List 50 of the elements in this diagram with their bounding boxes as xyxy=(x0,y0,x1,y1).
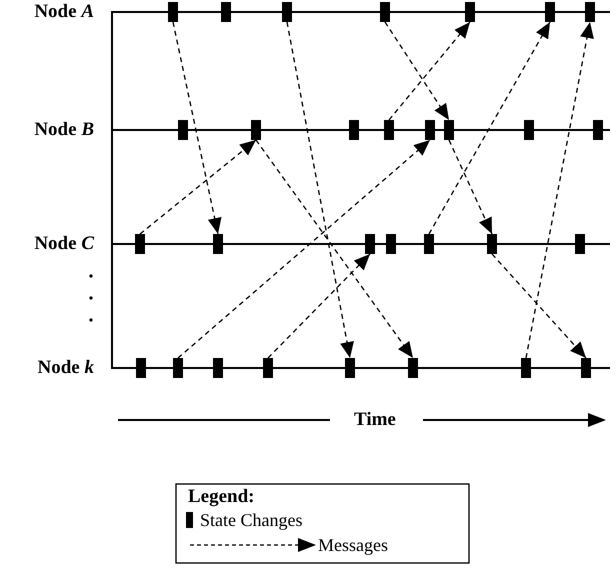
state-change-mark xyxy=(349,120,359,140)
state-change-mark xyxy=(263,358,273,378)
state-change-mark xyxy=(444,120,454,140)
message-arrow xyxy=(428,22,551,234)
state-change-mark xyxy=(221,2,231,22)
node-name: Node k xyxy=(38,357,94,379)
state-change-mark xyxy=(575,234,585,254)
message-arrow xyxy=(172,22,222,234)
state-change-mark xyxy=(135,234,145,254)
message-arrow xyxy=(286,22,354,358)
state-change-mark xyxy=(345,358,355,378)
state-change-mark xyxy=(487,234,497,254)
state-change-mark xyxy=(424,234,434,254)
message-arrow xyxy=(492,254,586,358)
state-change-mark xyxy=(386,234,396,254)
state-change-mark xyxy=(524,120,534,140)
message-arrow xyxy=(388,22,470,120)
state-change-mark xyxy=(365,234,375,254)
message-arrow xyxy=(268,254,370,358)
state-change-mark xyxy=(136,358,146,378)
message-arrow xyxy=(384,22,450,120)
legend-label: State Changes xyxy=(200,509,302,531)
node-name: Node C xyxy=(34,233,94,255)
state-change-mark xyxy=(178,120,188,140)
state-change-mark xyxy=(545,2,555,22)
message-arrow xyxy=(525,22,594,358)
state-change-mark xyxy=(408,358,418,378)
state-change-mark xyxy=(213,234,223,254)
state-change-mark xyxy=(593,120,603,140)
state-change-mark xyxy=(465,2,475,22)
legend-label: Messages xyxy=(318,534,388,556)
axis-title: Time xyxy=(354,409,396,431)
node-name: Node A xyxy=(34,1,94,23)
legend-title: Legend: xyxy=(188,486,254,508)
state-change-mark xyxy=(213,358,223,378)
state-change-mark xyxy=(168,2,178,22)
message-arrow xyxy=(255,140,414,358)
state-change-mark xyxy=(380,2,390,22)
state-change-mark xyxy=(585,2,595,22)
message-arrow xyxy=(448,140,493,234)
state-change-mark xyxy=(173,358,183,378)
state-change-mark xyxy=(521,358,531,378)
state-change-mark xyxy=(251,120,261,140)
node-name: Node B xyxy=(34,119,94,141)
state-change-mark xyxy=(282,2,292,22)
message-arrow xyxy=(140,140,256,234)
state-change-mark xyxy=(384,120,394,140)
state-change-mark xyxy=(425,120,435,140)
state-change-mark xyxy=(581,358,591,378)
message-arrow xyxy=(178,140,430,358)
